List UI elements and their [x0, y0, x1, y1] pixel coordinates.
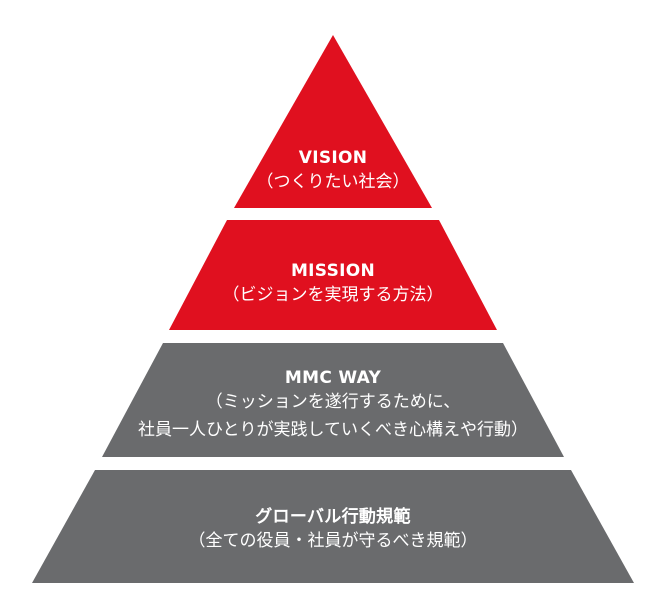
mmc-way-subtitle-line-1: （ミッションを遂行するために、 — [205, 392, 461, 412]
global-code-tier: グローバル行動規範 （全ての役員・社員が守るべき規範） — [0, 507, 666, 555]
mmc-way-title: MMC WAY — [284, 368, 382, 388]
mission-subtitle: （ビジョンを実現する方法） — [222, 285, 444, 305]
global-code-title: グローバル行動規範 — [255, 507, 411, 527]
vision-subtitle: （つくりたい社会） — [256, 172, 410, 192]
global-code-subtitle: （全ての役員・社員が守るべき規範） — [188, 531, 478, 551]
mmc-way-tier-shape — [102, 343, 564, 457]
mission-title: MISSION — [290, 261, 376, 281]
mission-tier: MISSION （ビジョンを実現する方法） — [0, 261, 666, 309]
vision-tier: VISION （つくりたい社会） — [0, 148, 666, 196]
mmc-way-tier: MMC WAY （ミッションを遂行するために、 社員一人ひとりが実践していくべき… — [0, 368, 666, 444]
mission-tier-shape — [169, 220, 497, 330]
vision-title: VISION — [298, 148, 368, 168]
global-code-tier-shape — [32, 470, 634, 583]
mmc-way-subtitle-line-2: 社員一人ひとりが実践していくべき心構えや行動） — [138, 420, 528, 440]
vision-tier-shape — [234, 35, 432, 208]
